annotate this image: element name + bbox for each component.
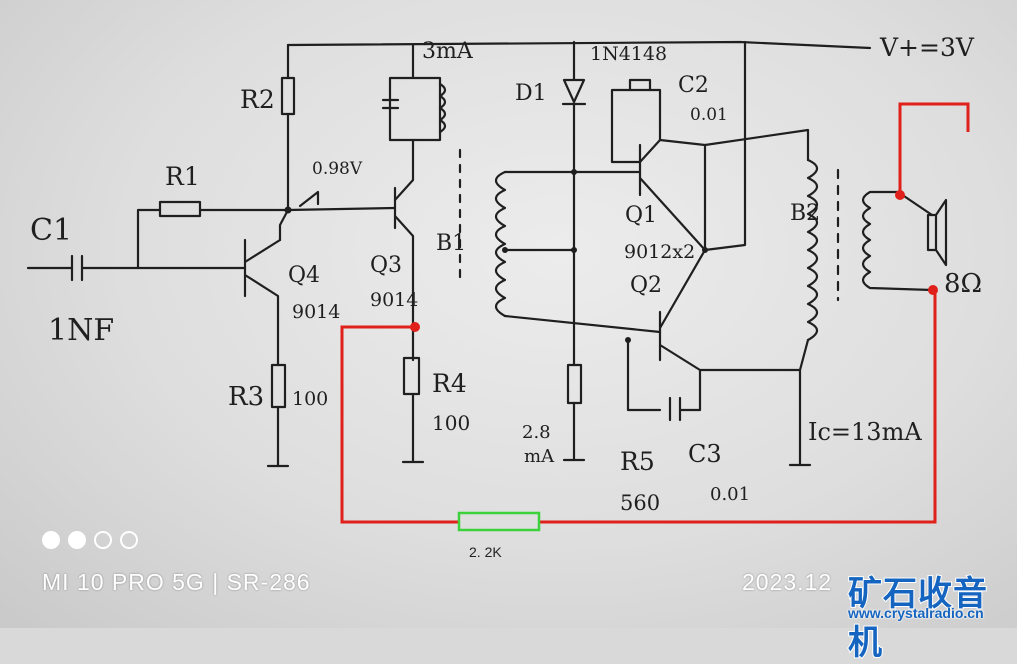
b2-label: B2 — [790, 201, 820, 226]
q2-label: Q2 — [630, 273, 662, 298]
q3-type: 9014 — [370, 289, 418, 311]
q3-current-label: 3mA — [422, 39, 474, 64]
r2-resistor — [280, 76, 296, 116]
red-wire-added — [340, 290, 937, 524]
supply-rail — [286, 40, 872, 50]
q1-transistor — [610, 88, 707, 252]
dot-filled-2 — [68, 531, 86, 549]
r3-resistor — [270, 363, 287, 409]
dot-hollow-1 — [94, 531, 112, 549]
q3-transistor — [393, 138, 415, 362]
ic-label: Ic=13mA — [808, 418, 922, 446]
b1-label: B1 — [436, 231, 466, 256]
b2-primary — [806, 158, 819, 342]
r1-resistor — [158, 200, 202, 218]
q3-label: Q3 — [370, 253, 402, 278]
b1-secondary — [494, 170, 507, 318]
divider-current-unit: mA — [524, 446, 555, 467]
added-resistor-2k2 — [457, 511, 541, 532]
c3-label: C3 — [688, 440, 722, 468]
date-watermark: 2023.12 — [742, 569, 833, 595]
paper-photo: V+=3V 3mA 1N4148 D1 C2 0.01 C1 1NF R1 R2… — [0, 0, 1017, 628]
photo-gallery-dots — [42, 531, 138, 549]
d1-label: D1 — [515, 81, 547, 106]
circuit-schematic: V+=3V 3mA 1N4148 D1 C2 0.01 C1 1NF R1 R2… — [26, 33, 982, 560]
added-resistor-label: 2. 2K — [469, 544, 502, 560]
b2-secondary — [861, 190, 934, 292]
r1-label: R1 — [165, 162, 200, 191]
r3-label: R3 — [228, 382, 264, 412]
dot-hollow-2 — [120, 531, 138, 549]
bias-voltage-label: 0.98V — [312, 159, 363, 179]
r4-label: R4 — [432, 369, 467, 398]
r2-label: R2 — [240, 85, 275, 114]
c2-label: C2 — [678, 73, 709, 98]
r5-label: R5 — [620, 447, 655, 476]
divider-current-value: 2.8 — [522, 422, 551, 443]
q4-type: 9014 — [292, 301, 340, 323]
r5-value: 560 — [620, 491, 660, 515]
r4-resistor — [402, 356, 421, 396]
q4-transistor — [243, 238, 282, 367]
q1-label: Q1 — [625, 203, 657, 228]
r3-value: 100 — [292, 388, 328, 410]
q4-label: Q4 — [288, 263, 320, 288]
b1-primary — [438, 82, 447, 134]
supply-label: V+=3V — [879, 33, 975, 62]
diode-type-label: 1N4148 — [590, 43, 667, 65]
c3-value: 0.01 — [710, 484, 750, 505]
r5-resistor — [566, 363, 583, 405]
c1-value: 1NF — [48, 313, 114, 348]
r4-value: 100 — [432, 411, 470, 435]
q12-type: 9012x2 — [624, 241, 695, 263]
camera-watermark: MI 10 PRO 5G | SR-286 — [42, 569, 311, 595]
c1-label: C1 — [30, 213, 72, 248]
site-logo-url: www.crystalradio.cn — [848, 605, 984, 621]
speaker-impedance: 8Ω — [944, 269, 982, 299]
speaker-icon — [926, 198, 948, 267]
dot-filled-1 — [42, 531, 60, 549]
q2-transistor — [658, 248, 802, 372]
c2-value: 0.01 — [690, 105, 728, 125]
